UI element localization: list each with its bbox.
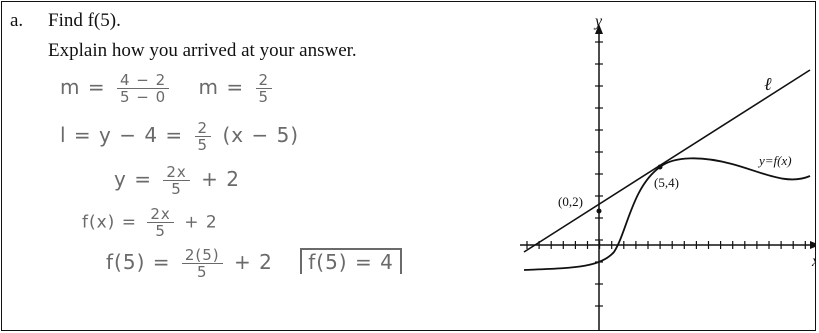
slope-intercept-denominator: 5 (163, 180, 190, 197)
question-prompt: Find f(5). (48, 10, 121, 31)
slope-intercept-lhs: y = (114, 167, 152, 191)
slope-label: m = (60, 75, 106, 99)
evaluate-numerator: 2(5) (184, 246, 220, 264)
question-instruction: Explain how you arrived at your answer. (48, 40, 357, 61)
point-tangent-marker (657, 164, 663, 170)
evaluate-rhs: + 2 (234, 250, 273, 274)
slope-intercept-rhs: + 2 (201, 167, 240, 191)
y-axis-ticks (595, 41, 603, 307)
evaluate-lhs: f(5) = (106, 250, 171, 274)
slope-denominator: 5 − 0 (116, 88, 170, 105)
curve-label: y=f(x) (757, 153, 792, 168)
function-numerator: 2x (150, 205, 171, 223)
point-slope-rhs: (x − 5) (222, 123, 300, 147)
y-axis-arrow (595, 24, 603, 34)
point-slope-fraction: 2 5 (194, 119, 212, 153)
evaluate-denominator: 5 (181, 263, 223, 280)
function-fraction: 2x 5 (147, 205, 174, 239)
work-line-slope-intercept: y = 2x 5 + 2 (114, 164, 240, 197)
slope-label-2: m = (198, 75, 245, 99)
evaluate-fraction: 2(5) 5 (181, 246, 223, 280)
tangent-point-label: (5,4) (654, 175, 679, 190)
function-denominator: 5 (147, 222, 174, 239)
slope2-denominator: 5 (255, 88, 273, 105)
point-slope-denominator: 5 (194, 136, 212, 153)
x-axis-arrow (810, 241, 815, 249)
point-slope-lhs: l = y − 4 = (60, 123, 184, 147)
intercept-label: (0,2) (558, 194, 583, 209)
x-axis-label: x (811, 253, 816, 270)
tangent-line (523, 69, 811, 253)
work-line-slope: m = 4 − 2 5 − 0 m = 2 5 (60, 72, 276, 105)
x-axis-ticks (526, 241, 806, 249)
slope2-numerator: 2 (258, 71, 270, 89)
point-slope-numerator: 2 (197, 119, 209, 137)
y-axis-label: y (593, 13, 603, 30)
slope-intercept-fraction: 2x 5 (163, 163, 190, 197)
slope-fraction: 4 − 2 5 − 0 (116, 71, 170, 105)
slope-fraction-2: 2 5 (255, 71, 273, 105)
slope-numerator: 4 − 2 (119, 71, 167, 89)
function-rhs: + 2 (184, 212, 218, 233)
work-line-evaluate: f(5) = 2(5) 5 + 2 f(5) = 4 (106, 247, 402, 280)
point-intercept-marker (596, 208, 602, 214)
question-label: a. (10, 10, 24, 31)
boxed-answer: f(5) = 4 (300, 248, 402, 274)
work-line-function: f(x) = 2x 5 + 2 (82, 206, 218, 239)
slope-intercept-numerator: 2x (166, 163, 187, 181)
line-label: ℓ (764, 74, 772, 94)
function-lhs: f(x) = (82, 212, 137, 233)
work-line-point-slope: l = y − 4 = 2 5 (x − 5) (60, 120, 299, 153)
